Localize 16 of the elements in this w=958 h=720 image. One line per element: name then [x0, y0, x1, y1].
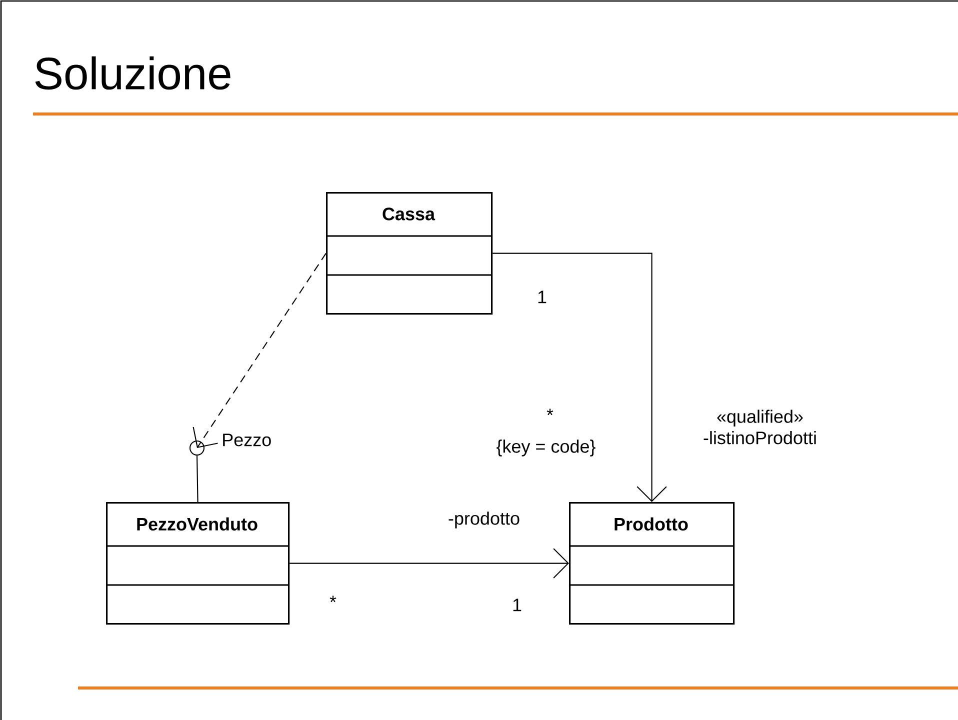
association-arrow: [192, 253, 326, 448]
interface-label: Pezzo: [223, 434, 271, 446]
interface-circle: [189, 440, 205, 456]
role-label: -prodotto: [448, 512, 520, 528]
class-box: Cassa: [326, 192, 493, 315]
multiplicity-label: 1: [513, 598, 522, 612]
association-arrow: [492, 252, 667, 502]
class-box: Prodotto: [569, 502, 735, 625]
multiplicity-label: 1: [538, 290, 546, 304]
multiplicity-label: {key = code}: [496, 440, 596, 456]
multiplicity-label: *: [330, 596, 336, 602]
role-label: «qualified» -listinoProdotti: [704, 410, 816, 444]
class-box: PezzoVenduto: [106, 502, 290, 625]
association-arrow: [290, 548, 569, 578]
multiplicity-label: *: [546, 408, 554, 416]
title: Soluzione: [35, 56, 230, 90]
